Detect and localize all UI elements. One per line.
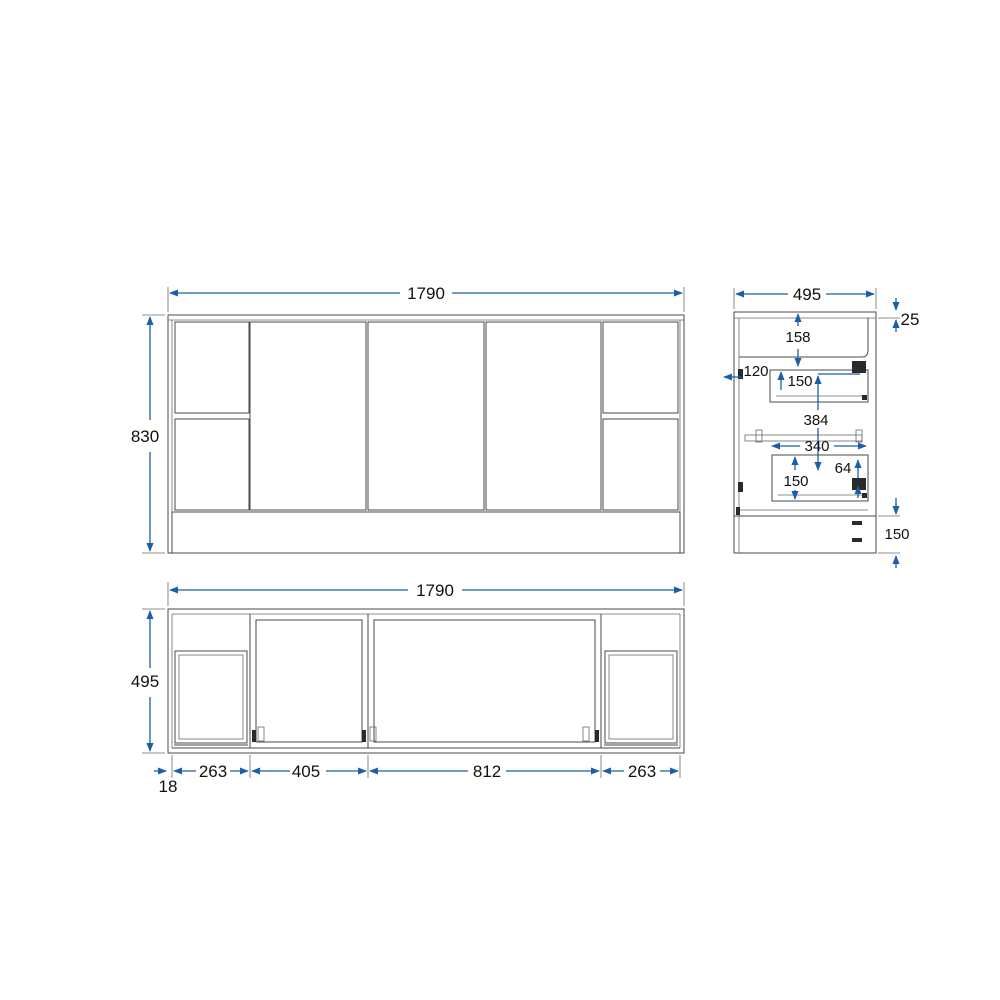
- drawer-inner-label: 340: [804, 438, 829, 455]
- front-kickboard: [171, 511, 681, 554]
- bracket-icon: [738, 482, 743, 492]
- plan-left-drawer: [174, 650, 248, 744]
- drawer-front-label: 120: [743, 363, 768, 380]
- side-upper-drawer: [769, 369, 869, 403]
- side-basin-profile: [739, 318, 869, 358]
- hinge-icon: [852, 478, 866, 490]
- lower-drawer-label: 150: [783, 473, 808, 490]
- plan-width-label: 1790: [416, 581, 454, 600]
- segment-1-label: 263: [199, 762, 227, 781]
- plan-right-drawer: [604, 650, 678, 744]
- hinge-icon: [257, 726, 265, 742]
- plan-right-drawer-inner: [608, 654, 674, 740]
- hinge-icon: [595, 730, 599, 742]
- side-shelf-clip-right: [855, 429, 863, 443]
- leg-icon: [852, 521, 862, 525]
- plan-left-drawer-inner: [178, 654, 244, 740]
- side-shelf-clip-left: [755, 429, 763, 443]
- front-height-label: 830: [131, 427, 159, 446]
- front-left-drawer-bottom: [174, 418, 250, 511]
- bracket-icon: [738, 369, 743, 379]
- front-door-2: [367, 321, 485, 511]
- bracket-icon: [862, 395, 867, 400]
- kick-label: 150: [884, 526, 909, 543]
- hinge-icon: [852, 361, 866, 373]
- front-door-3: [485, 321, 602, 511]
- hinge-icon: [582, 726, 590, 742]
- front-right-drawer-top: [602, 321, 679, 414]
- front-width-label: 1790: [407, 284, 445, 303]
- side-lower-drawer: [771, 454, 869, 502]
- leg-icon: [852, 538, 862, 542]
- drawer-depth-label: 384: [803, 412, 828, 429]
- leg-icon: [736, 507, 740, 515]
- plan-outline: [167, 608, 685, 754]
- upper-drawer-label: 150: [787, 373, 812, 390]
- front-cabinet-outline: [167, 314, 685, 554]
- segment-4-label: 263: [628, 762, 656, 781]
- hinge-icon: [252, 730, 256, 742]
- front-door-1: [249, 321, 367, 511]
- hinge-icon: [362, 730, 366, 742]
- plan-view: 1790 495 18 263 405 812 263: [131, 581, 685, 796]
- top-thickness-label: 25: [901, 310, 920, 329]
- hinge-icon: [369, 726, 377, 742]
- bracket-icon: [862, 493, 867, 498]
- segment-2-label: 405: [292, 762, 320, 781]
- segment-3-label: 812: [473, 762, 501, 781]
- front-left-drawer-top: [174, 321, 250, 414]
- front-right-drawer-bottom: [602, 418, 679, 511]
- panel-thickness-label: 18: [159, 777, 178, 796]
- upper-gap-label: 158: [785, 329, 810, 346]
- plan-door-compartment-2: [373, 619, 596, 743]
- plan-door-compartment-1: [255, 619, 363, 743]
- side-view: 495 25 158 120 150 384 340 64 150: [723, 285, 920, 568]
- plan-depth-label: 495: [131, 672, 159, 691]
- side-depth-label: 495: [793, 285, 821, 304]
- front-view: 1790 830: [131, 284, 685, 554]
- lower-offset-label: 64: [835, 460, 852, 477]
- side-cabinet-outline: [733, 311, 877, 554]
